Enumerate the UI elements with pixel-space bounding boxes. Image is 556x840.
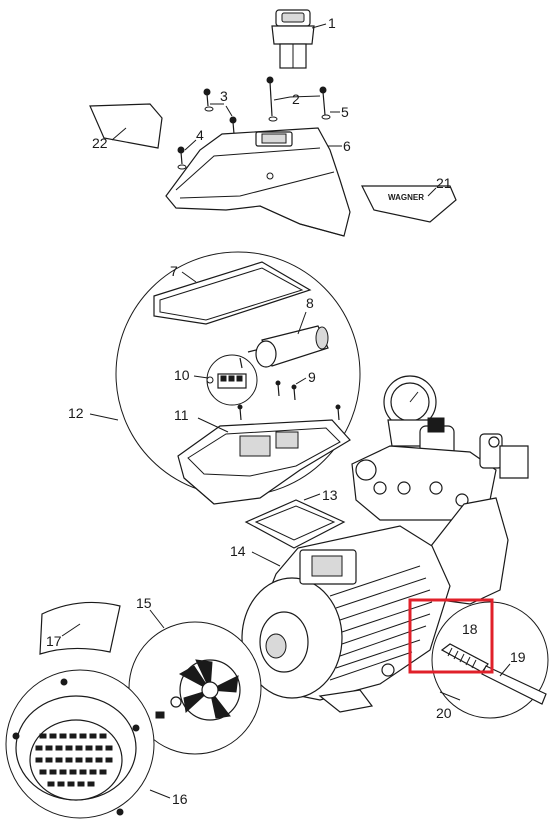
fan-part	[155, 659, 241, 721]
callout-6: 6	[343, 138, 351, 154]
callout-21: 21	[436, 175, 452, 191]
leader-20	[439, 691, 461, 701]
leader-16	[149, 789, 171, 799]
callout-12: 12	[68, 405, 84, 421]
highlight-box-part-18	[408, 598, 494, 674]
callout-14: 14	[230, 543, 246, 559]
leader-3b	[225, 105, 233, 117]
callout-17: 17	[46, 633, 62, 649]
brand-label-part: WAGNER	[361, 185, 457, 223]
brand-label-text: WAGNER	[388, 193, 424, 202]
callout-11: 11	[174, 407, 189, 423]
pump-head-assembly	[351, 375, 529, 605]
fan-cover-part	[12, 678, 140, 816]
callout-16: 16	[172, 791, 188, 807]
fitting-part	[440, 643, 547, 705]
leader-2a	[273, 96, 291, 101]
leader-11	[197, 417, 229, 433]
leader-7	[181, 271, 197, 283]
sheet-17-part	[39, 601, 121, 655]
callout-3: 3	[220, 88, 228, 104]
label-22-part	[89, 103, 163, 149]
capacitor-part	[247, 325, 329, 368]
gasket-13-part	[244, 499, 346, 549]
cover-part	[165, 127, 351, 237]
leader-4	[184, 139, 197, 151]
callout-20: 20	[436, 705, 452, 721]
leader-10	[193, 375, 209, 379]
detail-circle-20	[431, 601, 549, 719]
leader-19	[499, 663, 511, 677]
callout-4: 4	[196, 127, 204, 143]
leader-1	[311, 23, 327, 29]
leader-2b	[289, 95, 321, 98]
callout-5: 5	[341, 104, 349, 120]
motor-part	[241, 525, 451, 713]
callout-1: 1	[328, 15, 336, 31]
leader-15	[149, 609, 165, 629]
switch-part	[271, 9, 315, 69]
leader-22	[111, 127, 127, 141]
leader-14	[251, 551, 281, 567]
callout-8: 8	[306, 295, 314, 311]
leader-17	[61, 623, 81, 637]
callout-7: 7	[170, 263, 178, 279]
callout-10: 10	[174, 367, 190, 383]
callout-15: 15	[136, 595, 152, 611]
gasket-part	[153, 261, 312, 325]
leader-21	[427, 187, 437, 197]
screws-top	[177, 76, 331, 170]
leader-9	[295, 377, 307, 385]
callout-9: 9	[308, 369, 316, 385]
leader-8	[297, 311, 307, 335]
callout-19: 19	[510, 649, 526, 665]
callout-22: 22	[92, 135, 108, 151]
leader-12	[89, 413, 119, 421]
callout-13: 13	[322, 487, 338, 503]
terminal-block-part	[206, 357, 247, 389]
leader-13	[303, 493, 321, 501]
electronics-housing-part	[177, 419, 351, 505]
callout-2: 2	[292, 91, 300, 107]
callout-18: 18	[462, 621, 478, 637]
screws-9	[237, 380, 341, 421]
